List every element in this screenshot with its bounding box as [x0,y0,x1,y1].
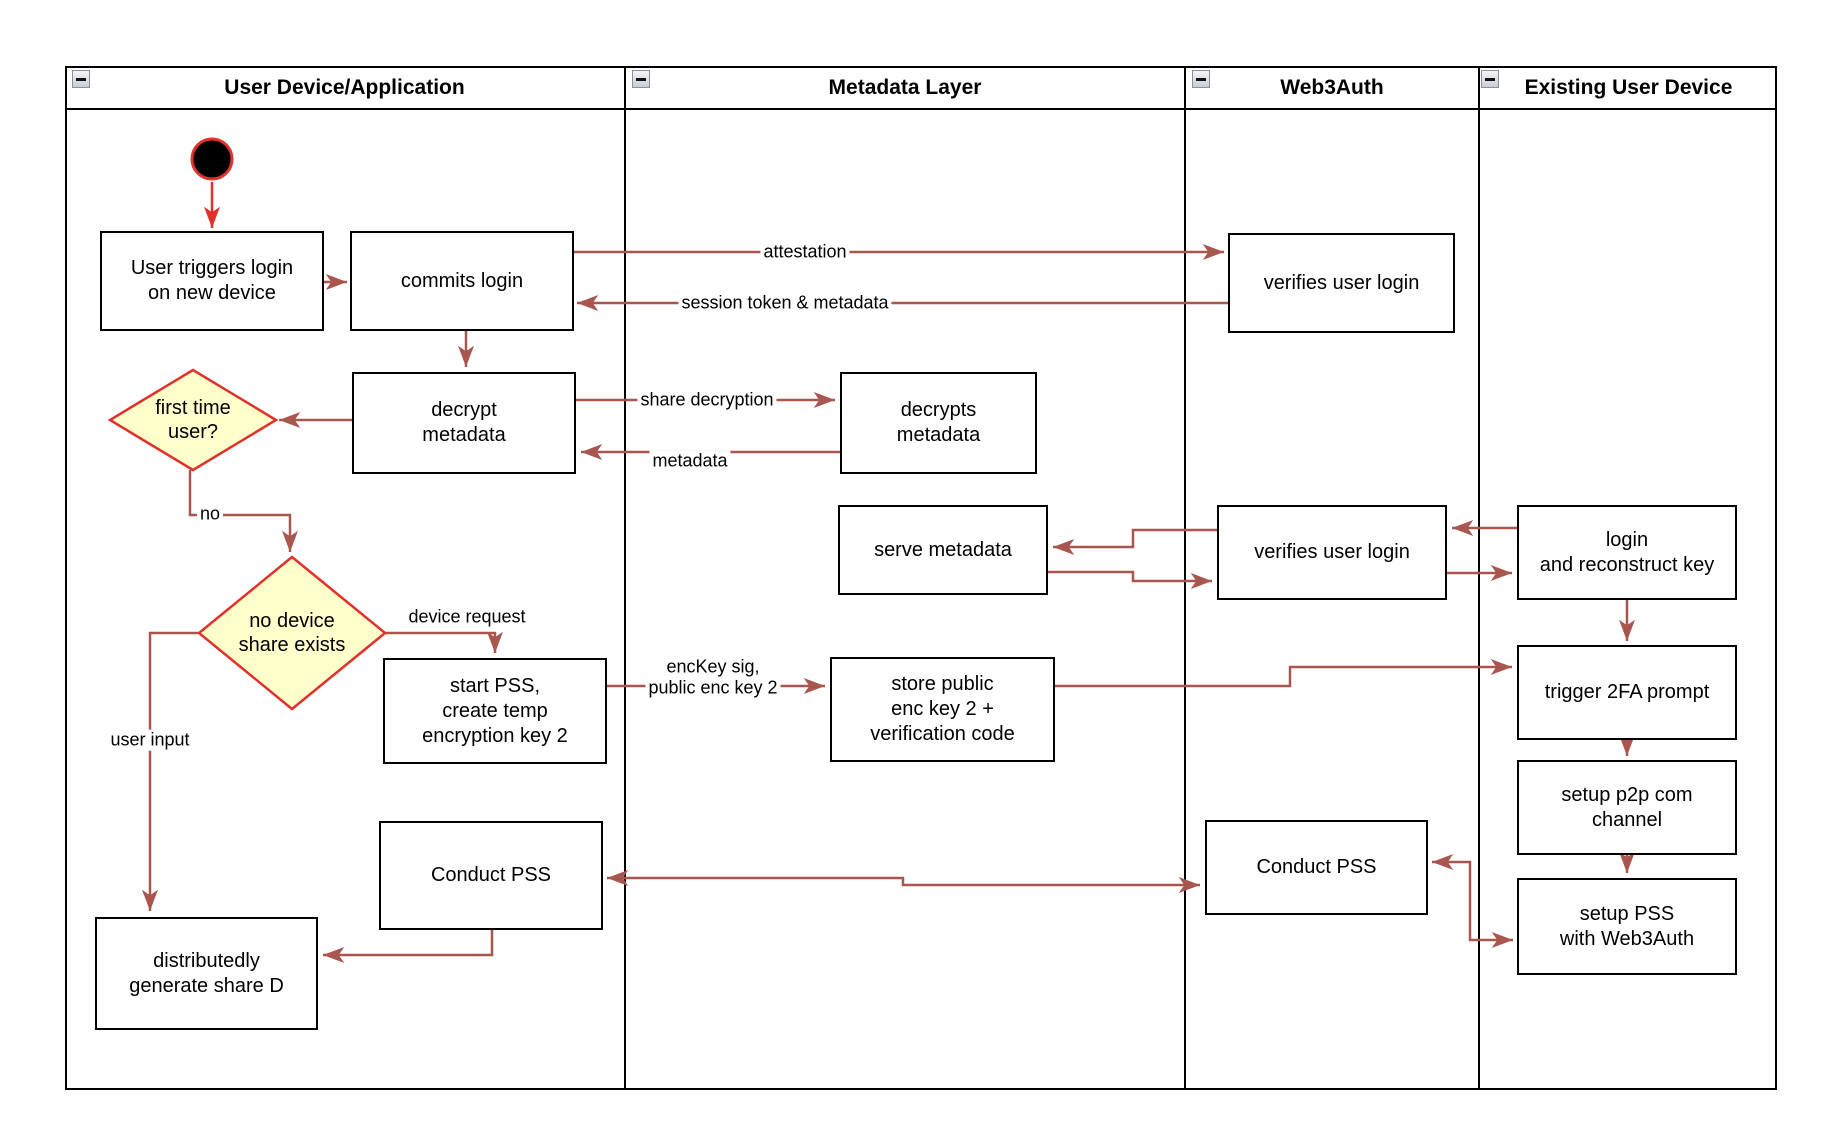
start-node[interactable] [190,137,234,181]
edge-label-share-decryption: share decryption [637,389,777,411]
node-serve-metadata[interactable]: serve metadata [838,505,1048,595]
edge-setup-pss-conduct-link [1432,854,1513,948]
collapse-minus-icon[interactable] [1481,70,1499,88]
node-verifies-user-login-2[interactable]: verifies user login [1217,505,1447,600]
edge-conduct-pss-link [607,870,1200,893]
edge-serve-to-verifies [1048,570,1212,589]
edge-verifies-to-serve [1053,528,1217,555]
node-conduct-pss-web3[interactable]: Conduct PSS [1205,820,1428,915]
decision-first-time-user[interactable] [107,368,279,472]
lane-header-existing-device: Existing User Device [1524,76,1733,99]
edge-label-no: no [196,503,224,525]
edge-user-input [142,631,198,911]
collapse-minus-icon[interactable] [72,70,90,88]
collapse-minus-icon[interactable] [1192,70,1210,88]
edge-store-to-2fa [1055,659,1512,688]
node-conduct-pss-user[interactable]: Conduct PSS [379,821,603,930]
lane-divider-3 [1478,66,1480,1090]
lane-divider-1 [624,66,626,1090]
edge-label-enckey: encKey sig, public enc key 2 [645,656,781,698]
lane-divider-2 [1184,66,1186,1090]
node-distributedly-generate[interactable]: distributedly generate share D [95,917,318,1030]
node-verifies-user-login-1[interactable]: verifies user login [1228,233,1455,333]
node-store-public-key[interactable]: store public enc key 2 + verification co… [830,657,1055,762]
lane-header-web3auth: Web3Auth [1280,76,1384,99]
minus-bar [636,78,646,81]
minus-bar [1196,78,1206,81]
collapse-minus-icon[interactable] [632,70,650,88]
node-decrypts-metadata[interactable]: decrypts metadata [840,372,1037,474]
edge-label-session-token: session token & metadata [678,292,892,314]
node-user-triggers-login[interactable]: User triggers login on new device [100,231,324,331]
edge-device-request [385,631,503,653]
edge-no-branch [188,470,298,552]
lane-header-separator [65,108,1777,110]
decision-no-device-label: no device share exists [238,610,346,656]
node-decrypt-metadata[interactable]: decrypt metadata [352,372,576,474]
node-setup-p2p[interactable]: setup p2p com channel [1517,760,1737,855]
decision-no-device-share[interactable] [197,555,387,711]
edge-label-attestation: attestation [760,241,850,263]
minus-bar [1485,78,1495,81]
node-commits-login[interactable]: commits login [350,231,574,331]
decision-first-time-label: first time user? [155,397,231,443]
edge-label-metadata: metadata [649,450,731,472]
edge-label-user-input: user input [107,729,193,751]
diagram-frame [65,66,1777,1090]
minus-bar [76,78,86,81]
node-login-reconstruct-key[interactable]: login and reconstruct key [1517,505,1737,600]
lane-header-user-device: User Device/Application [224,76,465,99]
node-setup-pss[interactable]: setup PSS with Web3Auth [1517,878,1737,975]
node-start-pss[interactable]: start PSS, create temp encryption key 2 [383,658,607,764]
edge-conduct-to-generate-share [323,930,494,963]
edge-label-device-request: device request [405,606,529,628]
lane-header-metadata-layer: Metadata Layer [828,76,982,99]
node-trigger-2fa[interactable]: trigger 2FA prompt [1517,645,1737,740]
